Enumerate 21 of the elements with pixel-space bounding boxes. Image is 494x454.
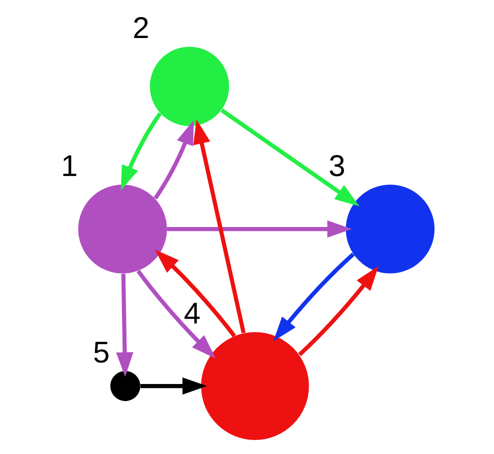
arrow	[166, 220, 352, 238]
arrow	[192, 119, 246, 334]
arrow	[154, 250, 236, 338]
arrow	[120, 112, 162, 190]
node-circle	[78, 184, 166, 274]
node-label: 4	[183, 297, 200, 330]
arrow	[116, 274, 133, 377]
arrow	[140, 377, 207, 395]
node-circle	[110, 371, 140, 402]
node-label: 1	[60, 150, 78, 183]
arrow	[272, 252, 354, 342]
arrow	[220, 108, 359, 206]
node-label: 2	[132, 12, 149, 46]
arrow	[153, 120, 194, 200]
arrow	[136, 270, 216, 359]
node-label: 5	[92, 336, 110, 370]
node-label: 3	[328, 150, 345, 183]
node-circle	[149, 46, 229, 126]
arrow	[298, 266, 378, 356]
node-circle	[200, 332, 308, 440]
node-circle	[345, 184, 434, 274]
